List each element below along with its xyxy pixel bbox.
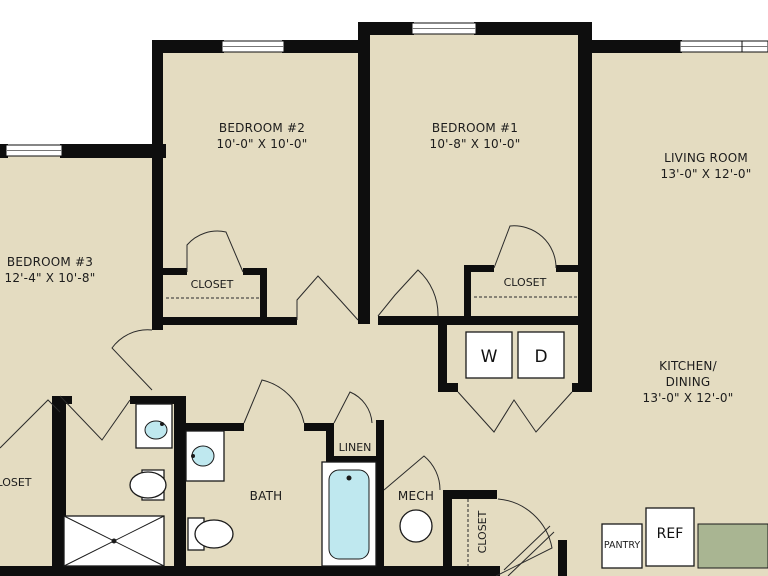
wall-segment	[0, 566, 500, 576]
kitchen-name-line-2: DINING	[666, 375, 711, 389]
wall-segment	[152, 40, 224, 53]
wall-segment	[464, 265, 471, 325]
hall-closet-label: CLOSET	[476, 510, 489, 553]
closet-door-bedroom-1	[493, 225, 557, 269]
refrigerator	[645, 507, 695, 567]
door-hall-closet-leaf	[507, 531, 555, 576]
appliances: W D PANTRY REF	[465, 331, 768, 569]
kitchen-size: 13'-0" X 12'-0"	[643, 391, 734, 405]
wall-segment	[558, 540, 567, 576]
wall-segment	[443, 490, 452, 576]
faucet	[191, 454, 195, 458]
wall-segment	[260, 268, 267, 324]
pantry	[601, 523, 643, 569]
water-heater	[399, 509, 433, 543]
wall-segment	[60, 144, 166, 158]
bedroom-3-closet-label: LOSET	[0, 476, 32, 489]
washer	[465, 331, 513, 379]
bedroom-1-size: 10'-8" X 10'-0"	[430, 137, 521, 151]
toilet-bowl	[194, 519, 234, 549]
room-labels: BEDROOM #2 10'-0" X 10'-0" BEDROOM #1 10…	[5, 121, 752, 503]
wall-segment	[443, 490, 497, 499]
wall-segment	[326, 423, 334, 463]
wall-segment	[282, 40, 367, 53]
faucet	[160, 422, 164, 426]
laundry-bifold-doors	[457, 391, 573, 433]
door-hall-closet-leaf	[503, 525, 551, 571]
wall-segment	[376, 420, 384, 576]
wall-segment	[588, 40, 682, 53]
bath-name: BATH	[250, 489, 283, 503]
wall-segment	[52, 396, 66, 576]
bedroom-3-name: BEDROOM #3	[7, 255, 93, 269]
bedroom-2-closet-label: CLOSET	[191, 278, 234, 291]
wall-segment	[304, 423, 334, 431]
toilet-bowl	[129, 471, 167, 499]
wall-segment	[52, 396, 72, 404]
bathtub-basin	[328, 469, 370, 560]
wall-segment	[438, 383, 458, 392]
door-mech	[383, 455, 441, 491]
mech-name: MECH	[398, 489, 434, 503]
closet-door-bedroom-2	[186, 230, 244, 273]
dryer	[517, 331, 565, 379]
kitchen-counter	[697, 523, 768, 569]
refrigerator-label: REF	[657, 526, 684, 542]
doors	[0, 225, 578, 576]
sink-basin	[191, 445, 215, 467]
bedroom-2-name: BEDROOM #2	[219, 121, 305, 135]
door-linen	[333, 391, 373, 424]
living-room-size: 13'-0" X 12'-0"	[661, 167, 752, 181]
door-bedroom-3	[111, 329, 153, 391]
wall-segment	[438, 316, 447, 390]
kitchen-name-line-1: KITCHEN/	[659, 359, 717, 373]
wall-segment	[578, 22, 592, 390]
living-kitchen-floor	[587, 47, 768, 576]
wall-segment	[186, 423, 244, 431]
closet-door-bedroom-3	[0, 399, 61, 449]
linen-closet-label: LINEN	[339, 441, 372, 454]
wall-segment	[358, 22, 414, 35]
wall-segment	[378, 316, 588, 325]
dryer-label: D	[534, 347, 547, 367]
wall-segment	[163, 268, 187, 275]
door-bedroom-2	[296, 275, 359, 321]
pantry-label: PANTRY	[604, 540, 641, 551]
bedroom-1-floor	[365, 30, 587, 330]
bathtub-drain	[346, 475, 352, 481]
bedroom-1-name: BEDROOM #1	[432, 121, 518, 135]
wall-segment	[326, 456, 384, 464]
wall-segment	[464, 265, 494, 272]
wall-segment	[556, 265, 580, 272]
wall-segment	[474, 22, 592, 35]
bath-fixtures	[63, 403, 433, 567]
wall-segment	[572, 383, 592, 392]
wall-segment	[358, 22, 370, 324]
bedroom-3-size: 12'-4" X 10'-8"	[5, 271, 96, 285]
bedroom-1-closet-label: CLOSET	[504, 276, 547, 289]
door-bedroom-1	[377, 269, 439, 317]
windows	[5, 22, 768, 157]
bedroom-2-size: 10'-0" X 10'-0"	[217, 137, 308, 151]
closet-labels: CLOSET CLOSET LOSET LINEN CLOSET	[0, 276, 547, 553]
wall-segment	[0, 144, 8, 158]
door-bath	[243, 379, 305, 424]
wall-segment	[174, 396, 186, 576]
washer-label: W	[481, 347, 498, 367]
wall-segment	[152, 40, 163, 330]
wall-segment	[163, 317, 297, 325]
door-hall-closet	[495, 498, 553, 576]
shower-drain	[111, 538, 117, 544]
living-room-name: LIVING ROOM	[664, 151, 748, 165]
closet-door-bedroom-3-right	[59, 395, 131, 441]
walls	[0, 22, 682, 576]
wall-segment	[243, 268, 267, 275]
wall-segment	[130, 396, 186, 404]
